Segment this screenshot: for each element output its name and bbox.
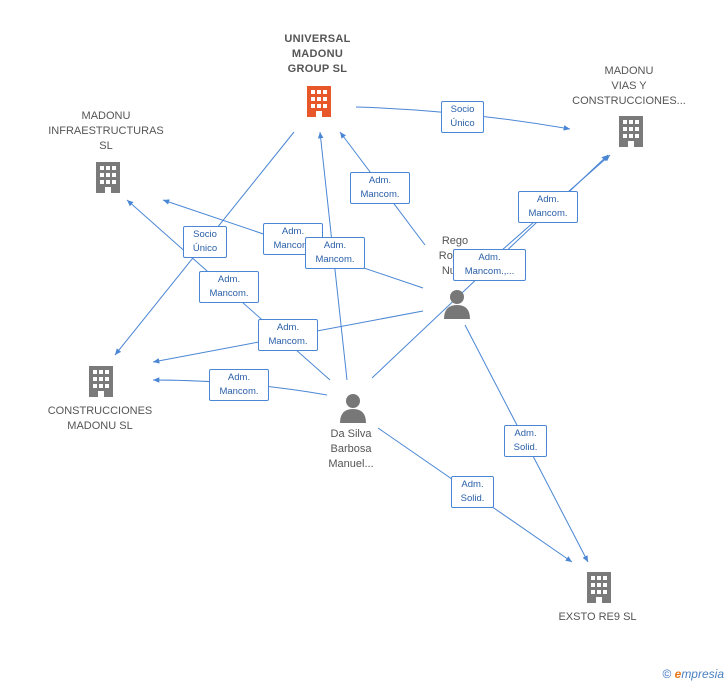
label-line: Adm. xyxy=(536,194,560,205)
person-icon[interactable] xyxy=(338,392,368,424)
label-line: MADONU xyxy=(291,48,344,60)
label-line: Solid. xyxy=(460,493,485,504)
building-icon[interactable] xyxy=(93,160,123,194)
edge-label-adm-mancom: Adm. Mancom. xyxy=(258,319,318,351)
company-label-construcciones[interactable]: CONSTRUCCIONES MADONU SL xyxy=(40,404,160,434)
edge-label-adm-mancom: Adm. Mancom.,... xyxy=(453,249,526,281)
label-line: Adm. xyxy=(276,322,300,333)
label-line: Único xyxy=(192,243,218,254)
brand-footer: © empresia xyxy=(662,667,724,681)
label-line: Único xyxy=(450,118,475,129)
person-icon[interactable] xyxy=(442,288,472,320)
label-line: MADONU xyxy=(604,65,654,77)
label-line: CONSTRUCCIONES xyxy=(47,405,153,417)
person-label-dasilva[interactable]: Da Silva Barbosa Manuel... xyxy=(313,427,389,472)
label-line: Socio xyxy=(450,104,475,115)
label-line: Adm. xyxy=(281,226,305,237)
label-line: Adm. xyxy=(323,240,347,251)
edge-label-adm-mancom: Adm. Mancom. xyxy=(199,271,259,303)
building-icon[interactable] xyxy=(584,570,614,604)
copyright-symbol: © xyxy=(662,667,672,681)
label-line: Mancom.,... xyxy=(464,266,515,277)
label-line: Socio xyxy=(193,229,217,240)
label-line: Solid. xyxy=(513,442,538,453)
label-line: Mancom. xyxy=(219,386,259,397)
label-line: GROUP SL xyxy=(287,63,348,75)
label-line: MADONU xyxy=(81,110,131,122)
brand-logo-initial: e xyxy=(674,667,682,681)
edge-label-adm-mancom: Adm. Mancom. xyxy=(518,191,578,223)
label-line: Mancom. xyxy=(273,240,313,251)
edge-label-adm-mancom: Adm. Mancom. xyxy=(305,237,365,269)
edge-label-adm-solid: Adm. Solid. xyxy=(504,425,547,457)
label-line: Adm. xyxy=(461,479,484,490)
company-label-universal[interactable]: UNIVERSAL MADONU GROUP SL xyxy=(260,32,375,77)
label-line: INFRAESTRUCTURAS xyxy=(48,125,164,137)
edge-label-adm-solid: Adm. Solid. xyxy=(451,476,494,508)
building-icon[interactable] xyxy=(616,114,646,148)
label-line: Adm. xyxy=(368,175,392,186)
edge-label-adm-mancom: Adm. Mancom. xyxy=(209,369,269,401)
label-line: Mancom. xyxy=(315,254,355,265)
building-icon[interactable] xyxy=(86,364,116,398)
company-label-exsto[interactable]: EXSTO RE9 SL xyxy=(545,610,650,625)
label-line: Adm. xyxy=(478,252,501,263)
label-line: Mancom. xyxy=(360,189,400,200)
edge-label-adm-mancom: Adm. Mancom. xyxy=(350,172,410,204)
company-label-vias[interactable]: MADONU VIAS Y CONSTRUCCIONES... xyxy=(560,64,698,109)
label-line: Adm. xyxy=(514,428,537,439)
label-line: Mancom. xyxy=(268,336,308,347)
label-line: Mancom. xyxy=(528,208,568,219)
label-line: Adm. xyxy=(227,372,251,383)
label-line: Adm. xyxy=(217,274,241,285)
edge-label-socio-unico: Socio Único xyxy=(441,101,484,133)
label-line: MADONU SL xyxy=(67,420,133,432)
label-line: SL xyxy=(99,140,113,152)
label-line: Barbosa xyxy=(330,443,372,455)
building-icon-highlight[interactable] xyxy=(304,84,334,118)
label-line: VIAS Y xyxy=(611,80,647,92)
label-line: Mancom. xyxy=(209,288,249,299)
label-line: CONSTRUCCIONES... xyxy=(572,95,686,107)
label-line: UNIVERSAL xyxy=(284,33,351,45)
label-line: Da Silva xyxy=(330,428,372,440)
label-line: Rego xyxy=(441,235,469,247)
company-label-infra[interactable]: MADONU INFRAESTRUCTURAS SL xyxy=(38,109,174,154)
edge-label-socio-unico: Socio Único xyxy=(183,226,227,258)
label-line: Manuel... xyxy=(328,458,374,470)
label-line: EXSTO RE9 SL xyxy=(558,611,637,623)
brand-logo-text: mpresia xyxy=(681,667,724,681)
